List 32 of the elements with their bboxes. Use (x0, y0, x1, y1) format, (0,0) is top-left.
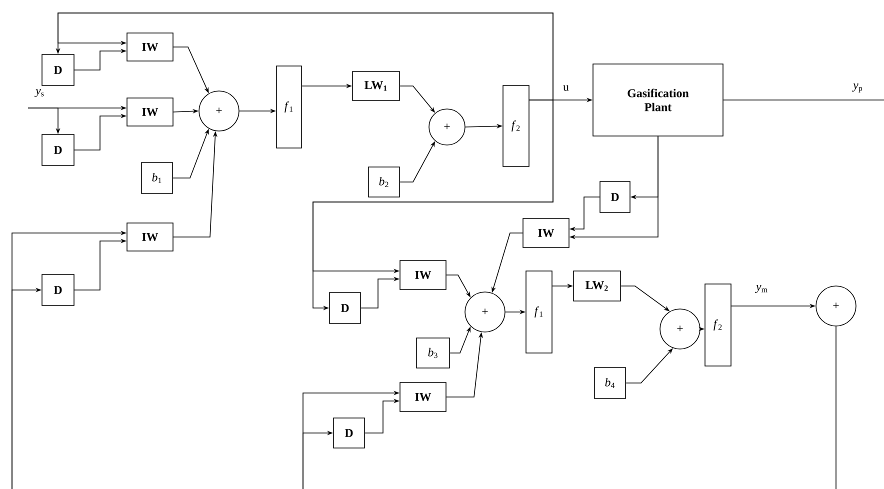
weight-box: IW (126, 98, 174, 126)
bias-box: b$_{3}$ (416, 338, 450, 368)
weight-box: LW$_{2}$ (573, 270, 621, 302)
bias-box: b$_{1}$ (141, 162, 173, 194)
weight-box: LW$_{1}$ (352, 71, 400, 101)
delay-box: D (600, 181, 630, 213)
weight-box: IW (400, 260, 446, 290)
delay-box: D (333, 418, 365, 448)
edge-label: u (562, 84, 570, 92)
edge-label: y$_{s}$ (34, 88, 46, 98)
summing-junction: + (660, 308, 700, 350)
weight-box: IW (522, 218, 570, 248)
delay-box: D (329, 292, 361, 324)
summing-junction: + (198, 90, 240, 132)
plant-box: Gasification Plant (592, 64, 724, 136)
delay-box: D (42, 134, 74, 166)
activation-box: f$_{2}$ (502, 85, 530, 167)
summing-junction: + (464, 292, 506, 332)
activation-box: f$_{1}$ (526, 270, 552, 354)
delay-box: D (42, 274, 74, 306)
weight-box: IW (126, 32, 174, 62)
weight-box: IW (126, 222, 174, 252)
weight-box: IW (400, 382, 446, 412)
edge-label: y$_{m}$ (755, 284, 769, 294)
bias-box: b$_{4}$ (594, 367, 626, 399)
activation-box: f$_{1}$ (276, 66, 302, 148)
summing-junction: + (428, 108, 466, 146)
edge-label: y$_{p}$ (852, 82, 864, 94)
delay-box: D (42, 54, 74, 86)
bias-box: b$_{2}$ (368, 166, 400, 198)
activation-box: f$_{2}$ (704, 284, 732, 366)
summing-junction: + (816, 286, 856, 326)
